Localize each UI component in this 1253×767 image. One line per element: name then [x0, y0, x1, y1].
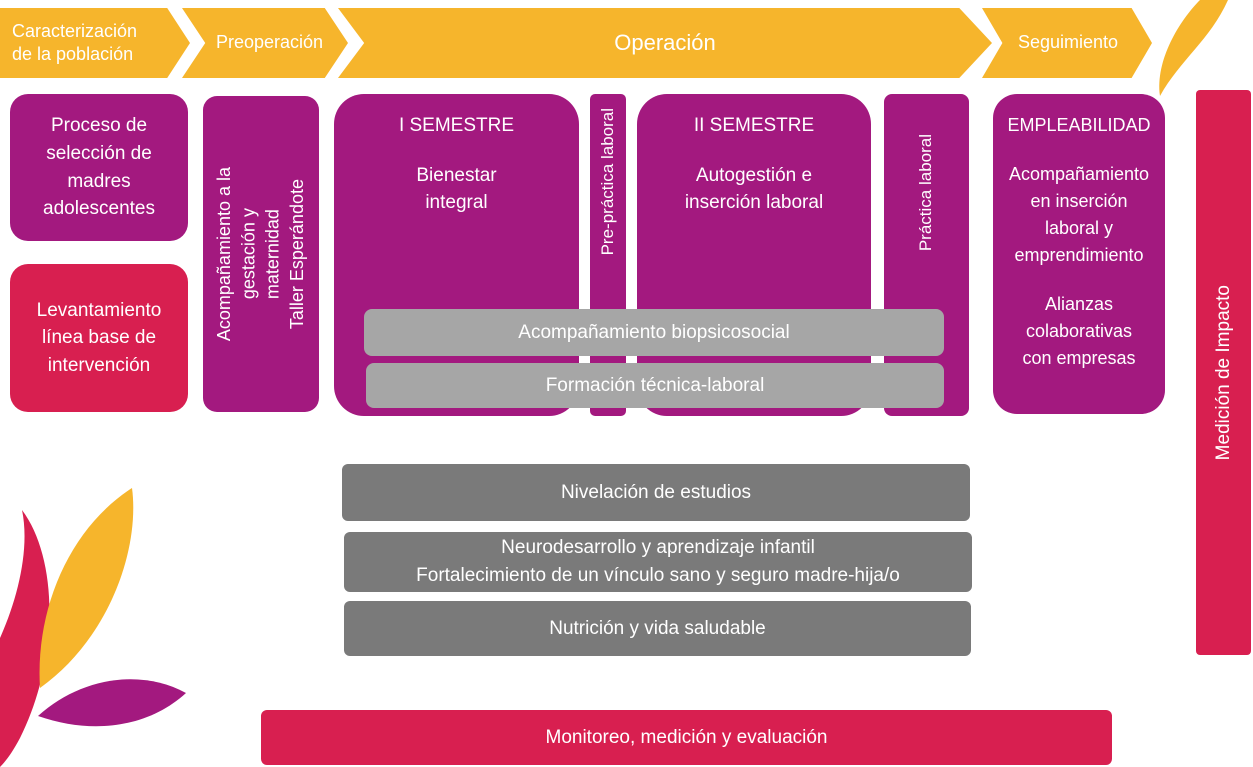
petal-decoration-top-right	[1159, 0, 1228, 96]
seleccion-line: adolescentes	[43, 198, 155, 220]
semestre-2-title: II SEMESTRE	[693, 115, 815, 136]
nutricion-label: Nutrición y vida saludable	[549, 617, 766, 639]
prepractica-label: Pre-práctica laboral	[597, 108, 617, 256]
medicion-impacto-box: Medición de Impacto	[1196, 90, 1251, 655]
nivelacion-bar: Nivelación de estudios	[342, 464, 970, 521]
empleabilidad-line: con empresas	[1022, 348, 1136, 368]
linea-base-line: línea base de	[41, 327, 157, 349]
seleccion-line: Proceso de	[50, 115, 148, 137]
stage-seguimiento: Seguimiento	[982, 8, 1152, 78]
semestre-1-box: I SEMESTRE Bienestar integral	[334, 94, 579, 416]
gestacion-line: gestación y	[238, 208, 259, 300]
stage-caracterizacion-line1: Caracterización	[12, 20, 138, 41]
empleabilidad-line: emprendimiento	[1014, 245, 1144, 265]
stage-preoperacion: Preoperación	[182, 8, 348, 78]
linea-base-line: intervención	[47, 354, 151, 376]
semestre-2-line: inserción laboral	[684, 192, 824, 214]
seleccion-line: madres	[67, 170, 131, 192]
acompanamiento-gestacion-box: Acompañamiento a la gestación y maternid…	[203, 96, 319, 412]
semestre-1-line: integral	[425, 192, 488, 214]
neurodesarrollo-label: Neurodesarrollo y aprendizaje infantil	[501, 537, 815, 559]
practica-box: Práctica laboral	[884, 94, 969, 416]
stage-caracterizacion-line2: de la población	[12, 44, 134, 64]
overlay-biopsicosocial: Acompañamiento biopsicosocial	[364, 309, 944, 356]
stage-operacion: Operación	[338, 8, 992, 78]
monitoreo-bar: Monitoreo, medición y evaluación	[261, 710, 1112, 765]
overlay-biopsicosocial-label: Acompañamiento biopsicosocial	[518, 321, 790, 343]
neurodesarrollo-bar: Neurodesarrollo y aprendizaje infantil F…	[344, 532, 972, 592]
empleabilidad-line: Acompañamiento	[1008, 164, 1150, 184]
monitoreo-label: Monitoreo, medición y evaluación	[545, 726, 828, 748]
semestre-1-line: Bienestar	[416, 164, 497, 186]
stage-operacion-label: Operación	[614, 29, 716, 55]
gestacion-line: Taller Esperándote	[287, 178, 308, 330]
semestre-1-title: I SEMESTRE	[398, 115, 515, 136]
empleabilidad-title: EMPLEABILIDAD	[1007, 115, 1151, 135]
practica-label: Práctica laboral	[916, 134, 936, 252]
linea-base-box: Levantamiento línea base de intervención	[10, 264, 188, 412]
petal-decoration-bottom-left	[0, 488, 186, 767]
stage-preoperacion-label: Preoperación	[216, 32, 324, 53]
seleccion-line: selección de	[46, 142, 152, 164]
prepractica-box: Pre-práctica laboral	[590, 94, 626, 416]
semestre-2-line: Autogestión e	[695, 164, 813, 186]
semestre-2-box: II SEMESTRE Autogestión e inserción labo…	[637, 94, 871, 416]
empleabilidad-line: en inserción	[1030, 191, 1128, 211]
empleabilidad-box: EMPLEABILIDAD Acompañamiento en inserció…	[993, 94, 1165, 414]
empleabilidad-line: laboral y	[1044, 218, 1114, 238]
empleabilidad-line: Alianzas	[1044, 294, 1114, 314]
stage-seguimiento-label: Seguimiento	[1018, 32, 1119, 53]
linea-base-line: Levantamiento	[36, 299, 162, 321]
medicion-impacto-label: Medición de Impacto	[1212, 284, 1234, 461]
empleabilidad-line: colaborativas	[1025, 321, 1133, 341]
nutricion-bar: Nutrición y vida saludable	[344, 601, 971, 656]
gestacion-line: maternidad	[263, 208, 283, 300]
overlay-formacion-label: Formación técnica-laboral	[545, 374, 765, 396]
seleccion-box: Proceso de selección de madres adolescen…	[10, 94, 188, 241]
vinculo-label: Fortalecimiento de un vínculo sano y seg…	[416, 565, 900, 586]
nivelacion-label: Nivelación de estudios	[560, 481, 752, 503]
overlay-formacion: Formación técnica-laboral	[366, 363, 944, 408]
stage-caracterizacion: Caracterización de la población	[0, 8, 190, 78]
gestacion-line: Acompañamiento a la	[214, 166, 235, 342]
